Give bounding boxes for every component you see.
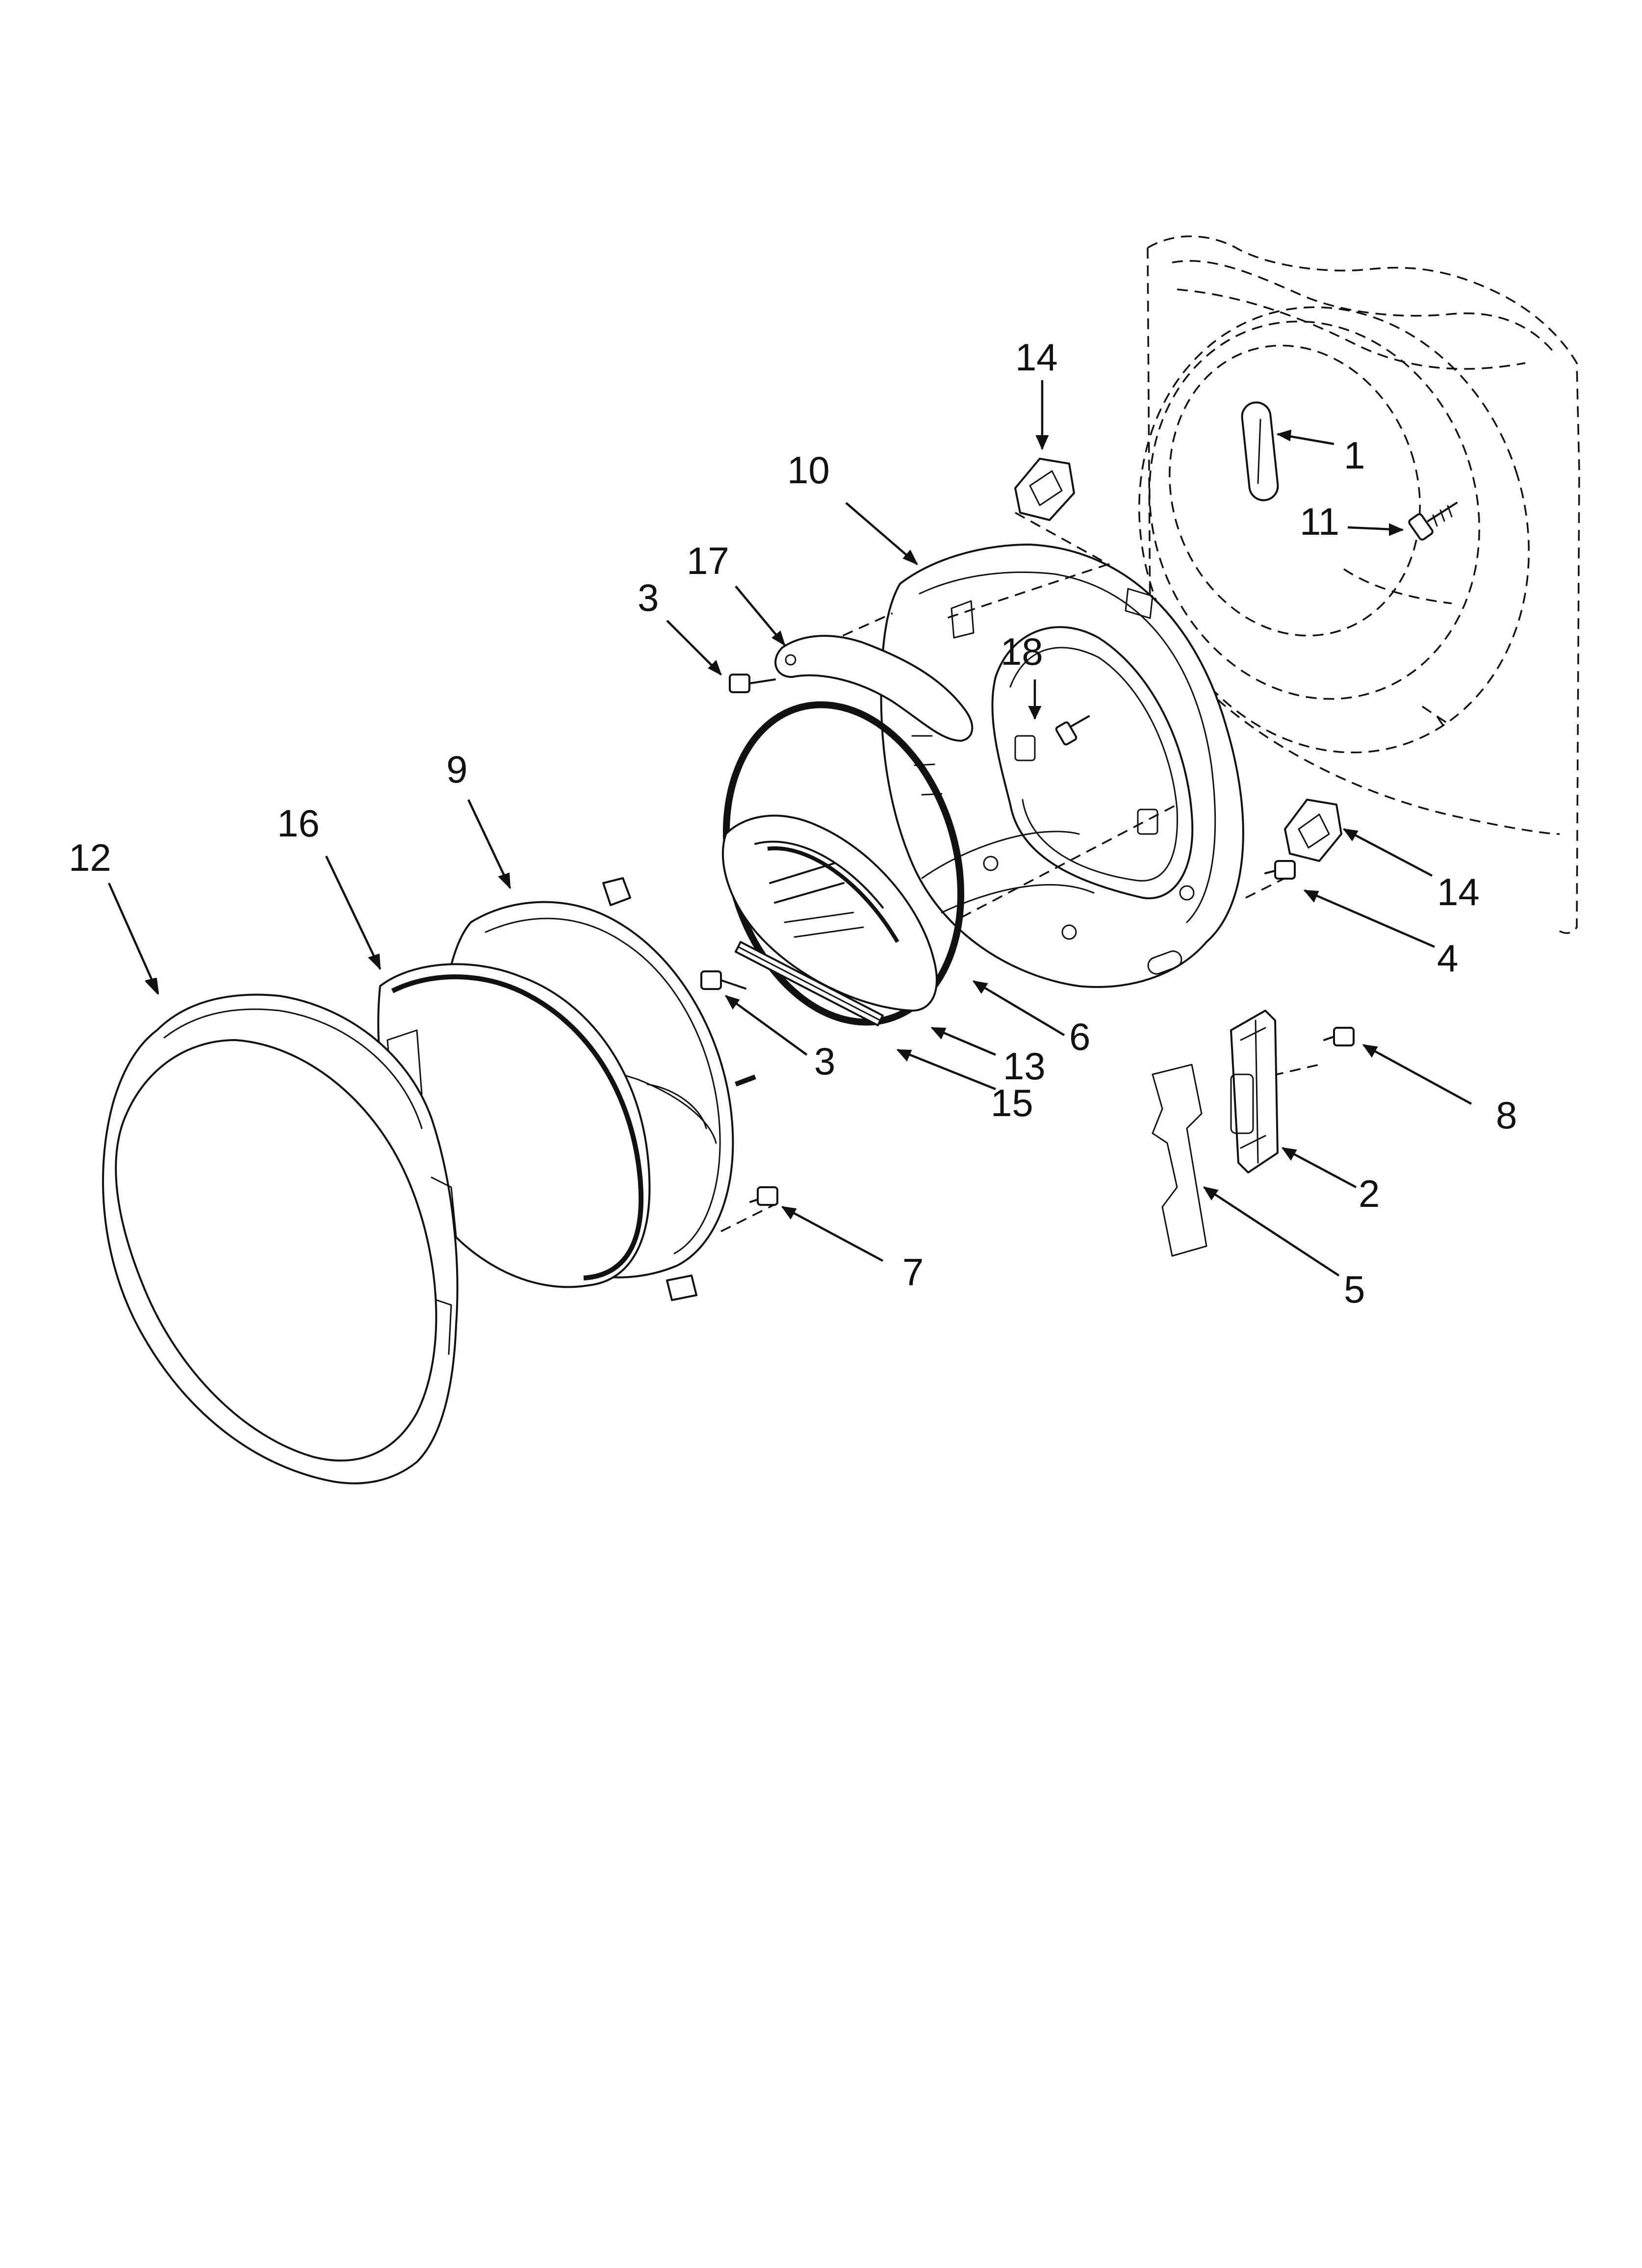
callout-3-lower: 3	[814, 1040, 835, 1083]
callout-5: 5	[1344, 1268, 1365, 1311]
callout-17: 17	[687, 539, 729, 582]
part-3-upper-screw	[729, 674, 776, 693]
callout-14-lower: 14	[1437, 870, 1480, 913]
part-10-door-inner-frame	[880, 544, 1244, 988]
callout-3-upper: 3	[638, 576, 659, 619]
part-5-hinge-shim	[1152, 1064, 1207, 1257]
part-15-glass-retainer-strip	[735, 941, 884, 1026]
part-12-outer-door-panel	[102, 993, 459, 1485]
leader-9	[467, 799, 512, 888]
callout-16: 16	[277, 802, 320, 845]
callout-4: 4	[1437, 937, 1458, 980]
callout-6: 6	[1069, 1015, 1090, 1058]
part-17-hinge-strap	[774, 635, 974, 742]
callout-14-upper: 14	[1015, 336, 1058, 379]
callout-18: 18	[1001, 630, 1043, 673]
part-7-screw	[749, 1186, 778, 1206]
part-1-door-strike	[1241, 401, 1279, 501]
leader-2	[1282, 1147, 1357, 1188]
part-2-hinge	[1230, 1010, 1279, 1173]
part-13-door-glass	[722, 814, 938, 1012]
part-4-screw	[1264, 860, 1296, 880]
callout-9: 9	[446, 748, 467, 791]
leader-6	[973, 980, 1065, 1036]
callout-7: 7	[902, 1251, 924, 1294]
leader-5	[1203, 1186, 1340, 1277]
leader-10	[845, 502, 918, 565]
leader-15	[897, 1048, 996, 1091]
callout-labels: 1 2 3 3 4 5 6 7 8 9 10 11 12 13 14 14 15…	[69, 336, 1517, 1311]
leader-16	[325, 856, 382, 969]
leader-14b	[1343, 828, 1433, 877]
part-11-screw	[1408, 502, 1458, 541]
callout-1: 1	[1344, 434, 1365, 477]
leader-8	[1362, 1044, 1472, 1105]
part-3-lower-screw	[700, 970, 746, 990]
leader-lines	[107, 380, 1472, 1277]
part-8-screw	[1323, 1027, 1355, 1046]
part-18-screw	[1055, 715, 1090, 746]
part-14-upper-latch-clip	[1014, 458, 1075, 521]
leader-4	[1304, 889, 1435, 948]
callout-10: 10	[787, 448, 830, 492]
callout-13: 13	[1003, 1044, 1046, 1088]
callout-8: 8	[1496, 1094, 1517, 1137]
callout-11: 11	[1300, 500, 1339, 543]
part-14-lower-latch-clip	[1284, 799, 1342, 862]
leader-12	[107, 883, 159, 994]
leader-3b	[725, 995, 808, 1056]
callout-2: 2	[1359, 1172, 1380, 1215]
callout-12: 12	[69, 836, 111, 879]
leader-7	[781, 1206, 884, 1262]
dryer-front-panel-outline	[1138, 235, 1580, 934]
callout-15: 15	[991, 1081, 1033, 1124]
